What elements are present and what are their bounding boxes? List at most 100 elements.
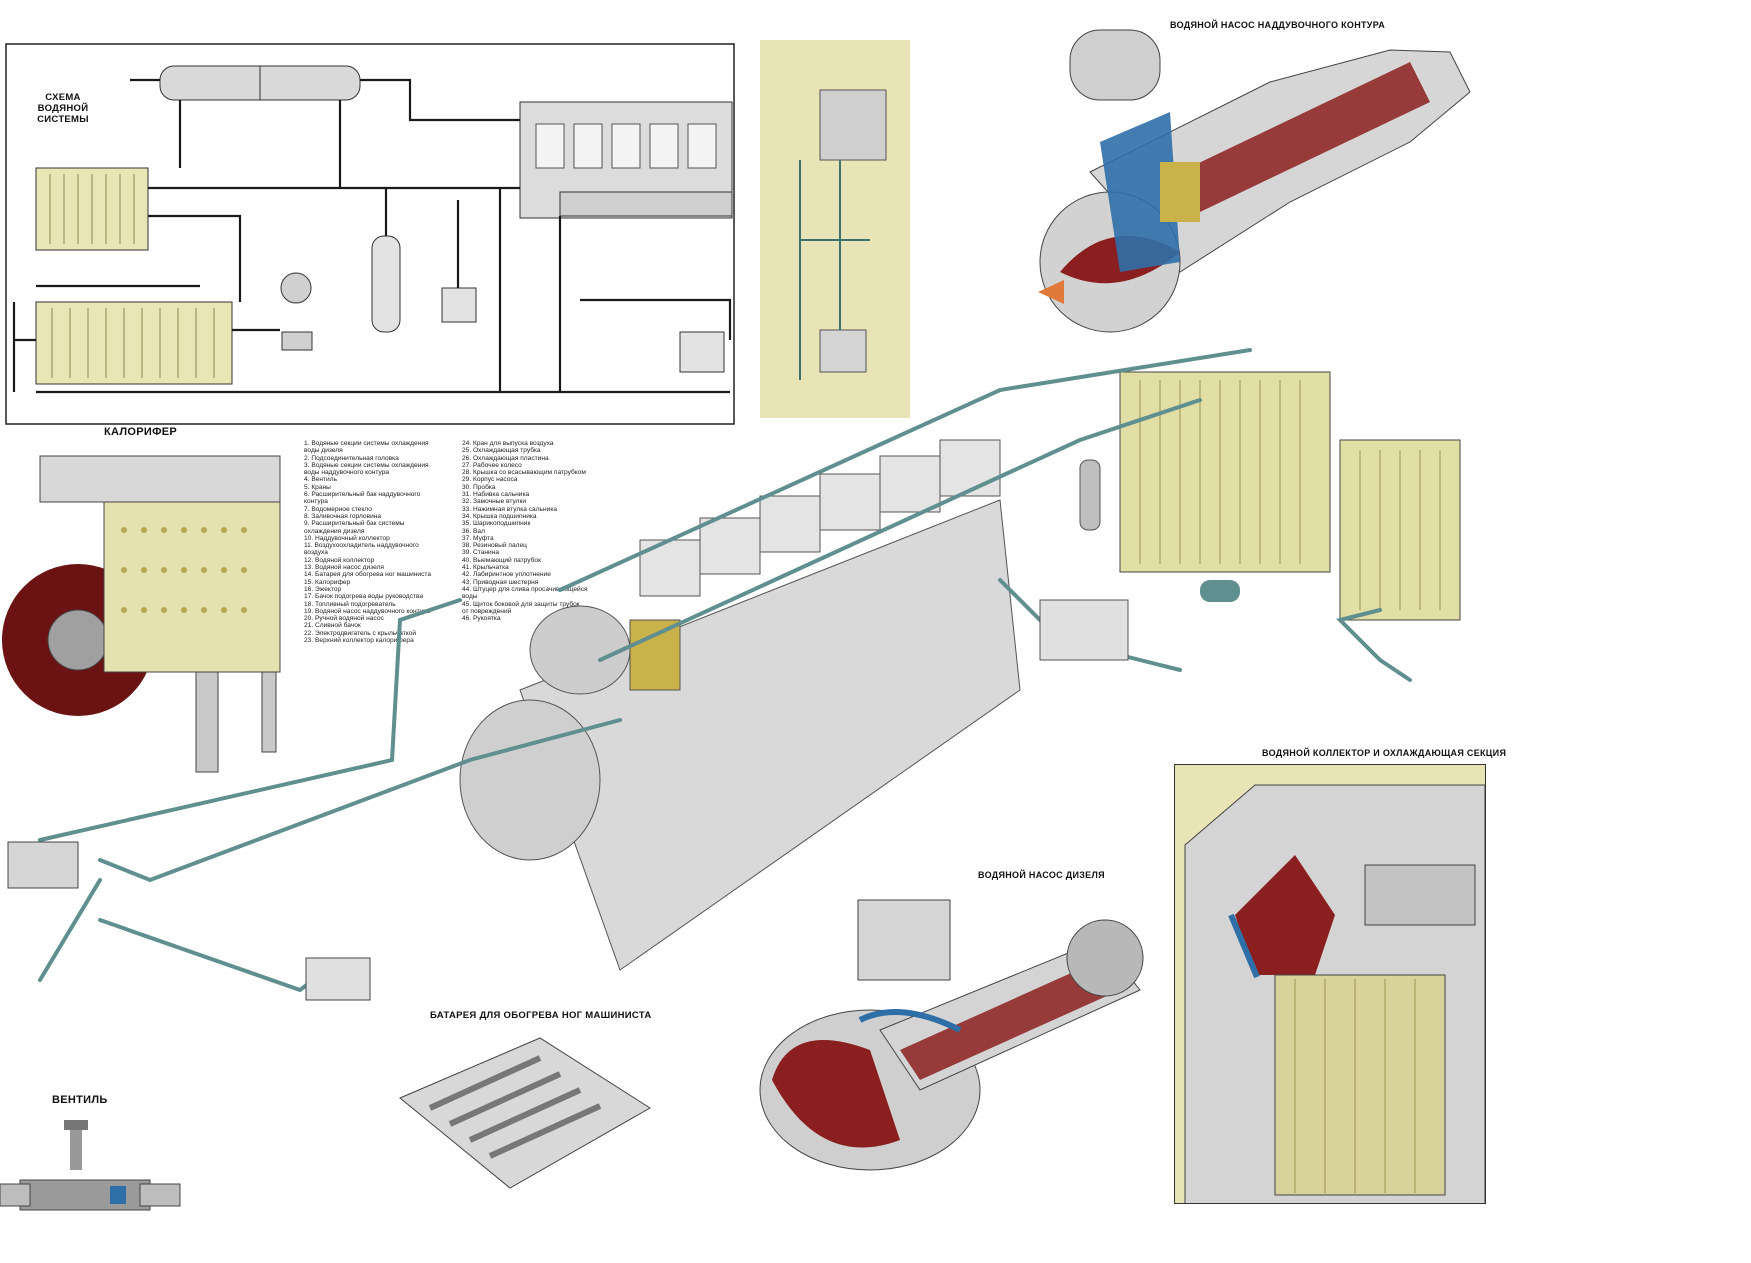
- legend-item: 9. Расширительный бак системы: [304, 520, 405, 528]
- fuel-heater-18: [1079, 459, 1101, 531]
- legend-item: 26. Охлаждающая пластина: [462, 454, 549, 462]
- foot-battery-illustration: [399, 1037, 651, 1189]
- legend-item: воды: [462, 593, 478, 601]
- legend-item: 12. Водяной коллектор: [304, 556, 375, 564]
- legend-item: 23. Верхний коллектор калорифера: [304, 637, 414, 645]
- legend-item: 21. Сливной бачок: [304, 622, 361, 630]
- detail-strip: [760, 40, 910, 418]
- aftercooler: [629, 619, 681, 691]
- legend-item: от повреждений: [462, 607, 512, 615]
- scheme-title: СХЕМА ВОДЯНОЙ СИСТЕМЫ: [37, 92, 89, 125]
- heater-illustration: [2, 455, 281, 773]
- foot-battery-title: БАТАРЕЯ ДЛЯ ОБОГРЕВА НОГ МАШИНИСТА: [430, 1010, 652, 1021]
- drive-gear: [1066, 919, 1144, 997]
- flow-arrow-icon: [1038, 280, 1064, 304]
- collector-cut: [1235, 855, 1335, 975]
- legend-item: 44. Штуцер для слива просачивающейся: [462, 585, 588, 593]
- legend-item: 34. Крышка подшипника: [462, 512, 537, 520]
- legend-item: 8. Заливочная горловина: [304, 512, 382, 520]
- scheme-pipes: [12, 78, 732, 394]
- drain-21: [1200, 580, 1240, 602]
- cylinder-heads: [639, 439, 1001, 597]
- legend-item: 25. Охлаждающая трубка: [462, 447, 541, 455]
- legend-item: 39. Станина: [462, 549, 500, 557]
- legend-item: 3. Водяные секции системы охлаждения: [304, 461, 429, 469]
- valve-icon: [0, 1120, 181, 1211]
- legend-item: 31. Набивка сальника: [462, 491, 530, 499]
- pump-shaft-cut: [1180, 62, 1430, 212]
- cab-heater-15: [7, 841, 79, 889]
- radiator-banks: [1119, 371, 1461, 621]
- legend-item: 35. Шарикоподшипник: [462, 520, 531, 528]
- legend-item: 42. Лабиринтное уплотнение: [462, 571, 551, 579]
- heater-core: [103, 501, 281, 673]
- heater-title: КАЛОРИФЕР: [104, 426, 178, 438]
- legend-item: воздуха: [304, 549, 328, 557]
- pump-icon: [280, 272, 312, 304]
- legend-item: 16. Эжектор: [304, 585, 342, 593]
- legend-item: 22. Электродвигатель с крыльчаткой: [304, 629, 417, 637]
- boost-pump-title: ВОДЯНОЙ НАСОС НАДДУВОЧНОГО КОНТУРА: [1170, 20, 1386, 30]
- legend-column-1: 1. Водяные секции системы охлаждения вод…: [304, 440, 460, 644]
- turbocharger: [529, 605, 631, 695]
- radiator-section-lower: [35, 301, 233, 385]
- legend-item: 38. Резиновый палец: [462, 542, 527, 550]
- legend-item: 5. Краны: [304, 483, 331, 491]
- legend-item: 2. Подсоединительная головка: [304, 454, 399, 462]
- foot-heater-small: [819, 329, 867, 373]
- legend-item: 20. Ручной водяной насос: [304, 615, 384, 623]
- foot-heater-14: [305, 957, 371, 1001]
- legend-item: 11. Воздухоохладитель наддувочного: [304, 542, 419, 550]
- legend-item: охлаждения дизеля: [304, 527, 365, 535]
- collector-title: ВОДЯНОЙ КОЛЛЕКТОР И ОХЛАЖДАЮЩАЯ СЕКЦИЯ: [1262, 748, 1507, 758]
- legend-item: 15. Калорифер: [304, 578, 351, 586]
- hot-water-tank: [441, 287, 477, 323]
- legend-item: 19. Водяной насос наддувочного контура: [304, 607, 431, 615]
- legend-item: воды дизеля: [304, 447, 343, 455]
- legend-item: 45. Щиток боковой для защиты трубок: [462, 600, 580, 608]
- legend-item: воды наддувочного контура: [304, 469, 390, 477]
- legend-item: 13. Водяной насос дизеля: [304, 564, 384, 572]
- cooling-section: [1274, 974, 1446, 1196]
- coolant-pipes: [38, 348, 1412, 993]
- legend-item: 29. Корпус насоса: [462, 476, 518, 484]
- legend-item: 24. Кран для выпуска воздуха: [462, 440, 554, 447]
- engine-illustration: [7, 348, 1461, 1001]
- legend-item: 27. Рабочее колесо: [462, 461, 522, 469]
- legend-item: 17. Бачок подогрева воды руководства: [304, 593, 424, 601]
- water-tank-17: [1039, 599, 1129, 661]
- collector-illustration: [1184, 784, 1485, 1203]
- scheme-heater: [679, 331, 725, 373]
- upper-collector: [39, 455, 281, 503]
- legend-item: 6. Расширительный бак наддувочного: [304, 491, 421, 499]
- legend-item: 33. Нажимная втулка сальника: [462, 505, 558, 513]
- legend-item: 28. Крышка со всасывающим патрубком: [462, 469, 586, 477]
- legend-item: 7. Водомерное стекло: [304, 505, 372, 513]
- legend-item: 4. Вентиль: [304, 476, 338, 484]
- diesel-pump-illustration: [759, 899, 1144, 1171]
- legend-item: 41. Крыльчатка: [462, 564, 509, 572]
- legend-item: 40. Выемающий патрубок: [462, 556, 541, 564]
- valve-title: ВЕНТИЛЬ: [52, 1094, 108, 1106]
- legend-item: 36. Вал: [462, 527, 485, 535]
- legend-item: 10. Наддувочный коллектор: [304, 534, 390, 542]
- strip-diagram: [799, 89, 887, 380]
- legend-item: 46. Рукоятка: [462, 615, 501, 623]
- water-system-scheme: СХЕМА ВОДЯНОЙ СИСТЕМЫ: [0, 40, 740, 428]
- collector-panel: [1174, 764, 1486, 1204]
- diesel-pump-title: ВОДЯНОЙ НАСОС ДИЗЕЛЯ: [978, 870, 1105, 880]
- water-collector: [559, 191, 733, 217]
- boost-pump-illustration: [1038, 29, 1471, 333]
- fuel-heater: [371, 235, 401, 333]
- diesel-pump-volute: [772, 1040, 900, 1148]
- legend-item: 43. Приводная шестерня: [462, 578, 539, 586]
- legend-item: контура: [304, 498, 328, 506]
- drain-tank: [281, 331, 313, 351]
- generator: [459, 699, 601, 861]
- legend-item: 14. Батарея для обогрева ног машиниста: [304, 571, 432, 579]
- scheme-diagram: [5, 43, 735, 425]
- legend-item: 32. Замочные втулки: [462, 498, 527, 506]
- legend-item: 18. Топливный подогреватель: [304, 600, 396, 608]
- legend-item: 37. Муфта: [462, 534, 494, 542]
